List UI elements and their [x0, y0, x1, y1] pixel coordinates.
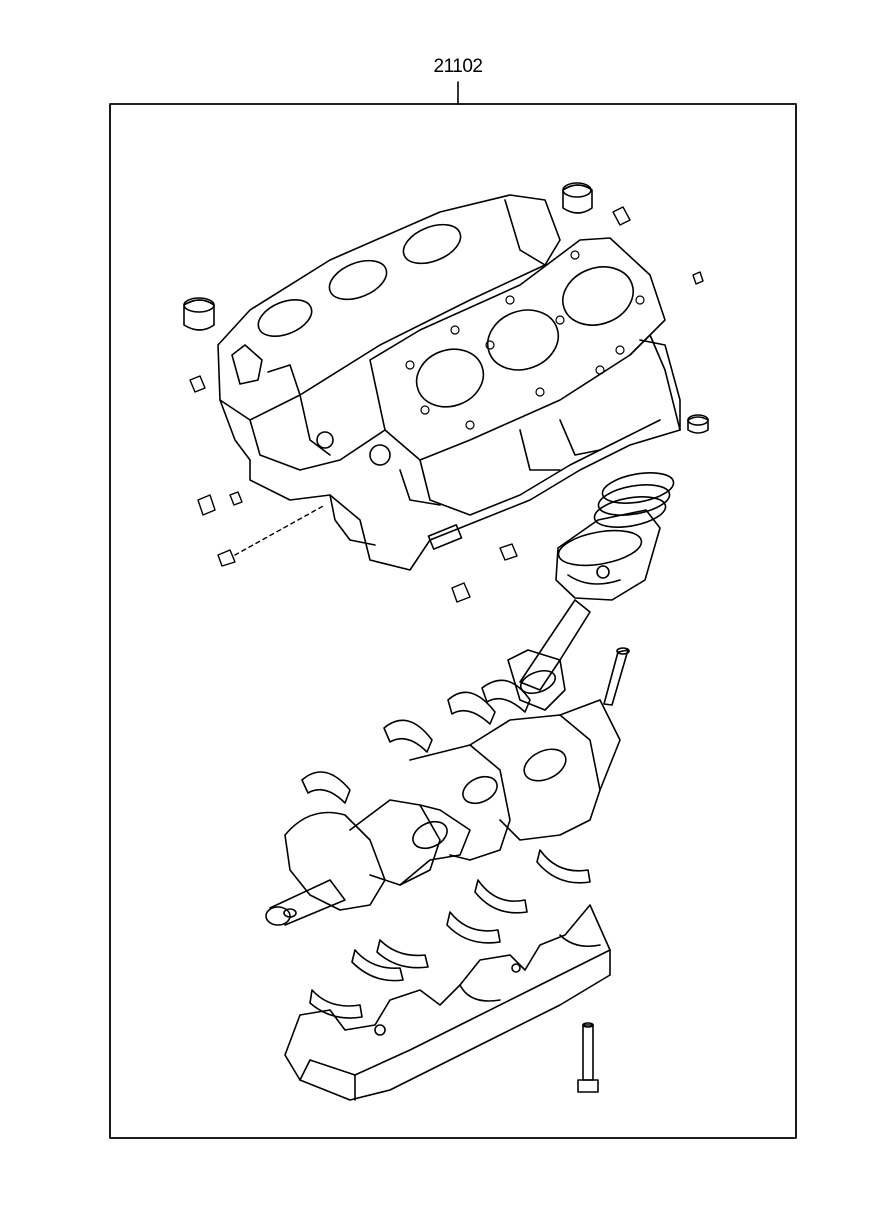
connecting-rod-bolt — [603, 647, 630, 706]
connecting-rod — [507, 599, 591, 711]
main-bearing-cap — [284, 904, 611, 1101]
upper-main-bearings — [301, 679, 531, 804]
main-cap-bolt — [577, 1022, 599, 1093]
piston-assembly — [555, 472, 675, 601]
assembly-frame — [109, 103, 797, 1139]
lower-main-bearings — [309, 849, 591, 1019]
crankshaft — [265, 699, 621, 926]
cylinder-block — [217, 194, 681, 571]
dowel-pins — [189, 206, 704, 603]
part-number-label: 21102 — [433, 56, 483, 77]
core-plugs — [183, 182, 709, 434]
